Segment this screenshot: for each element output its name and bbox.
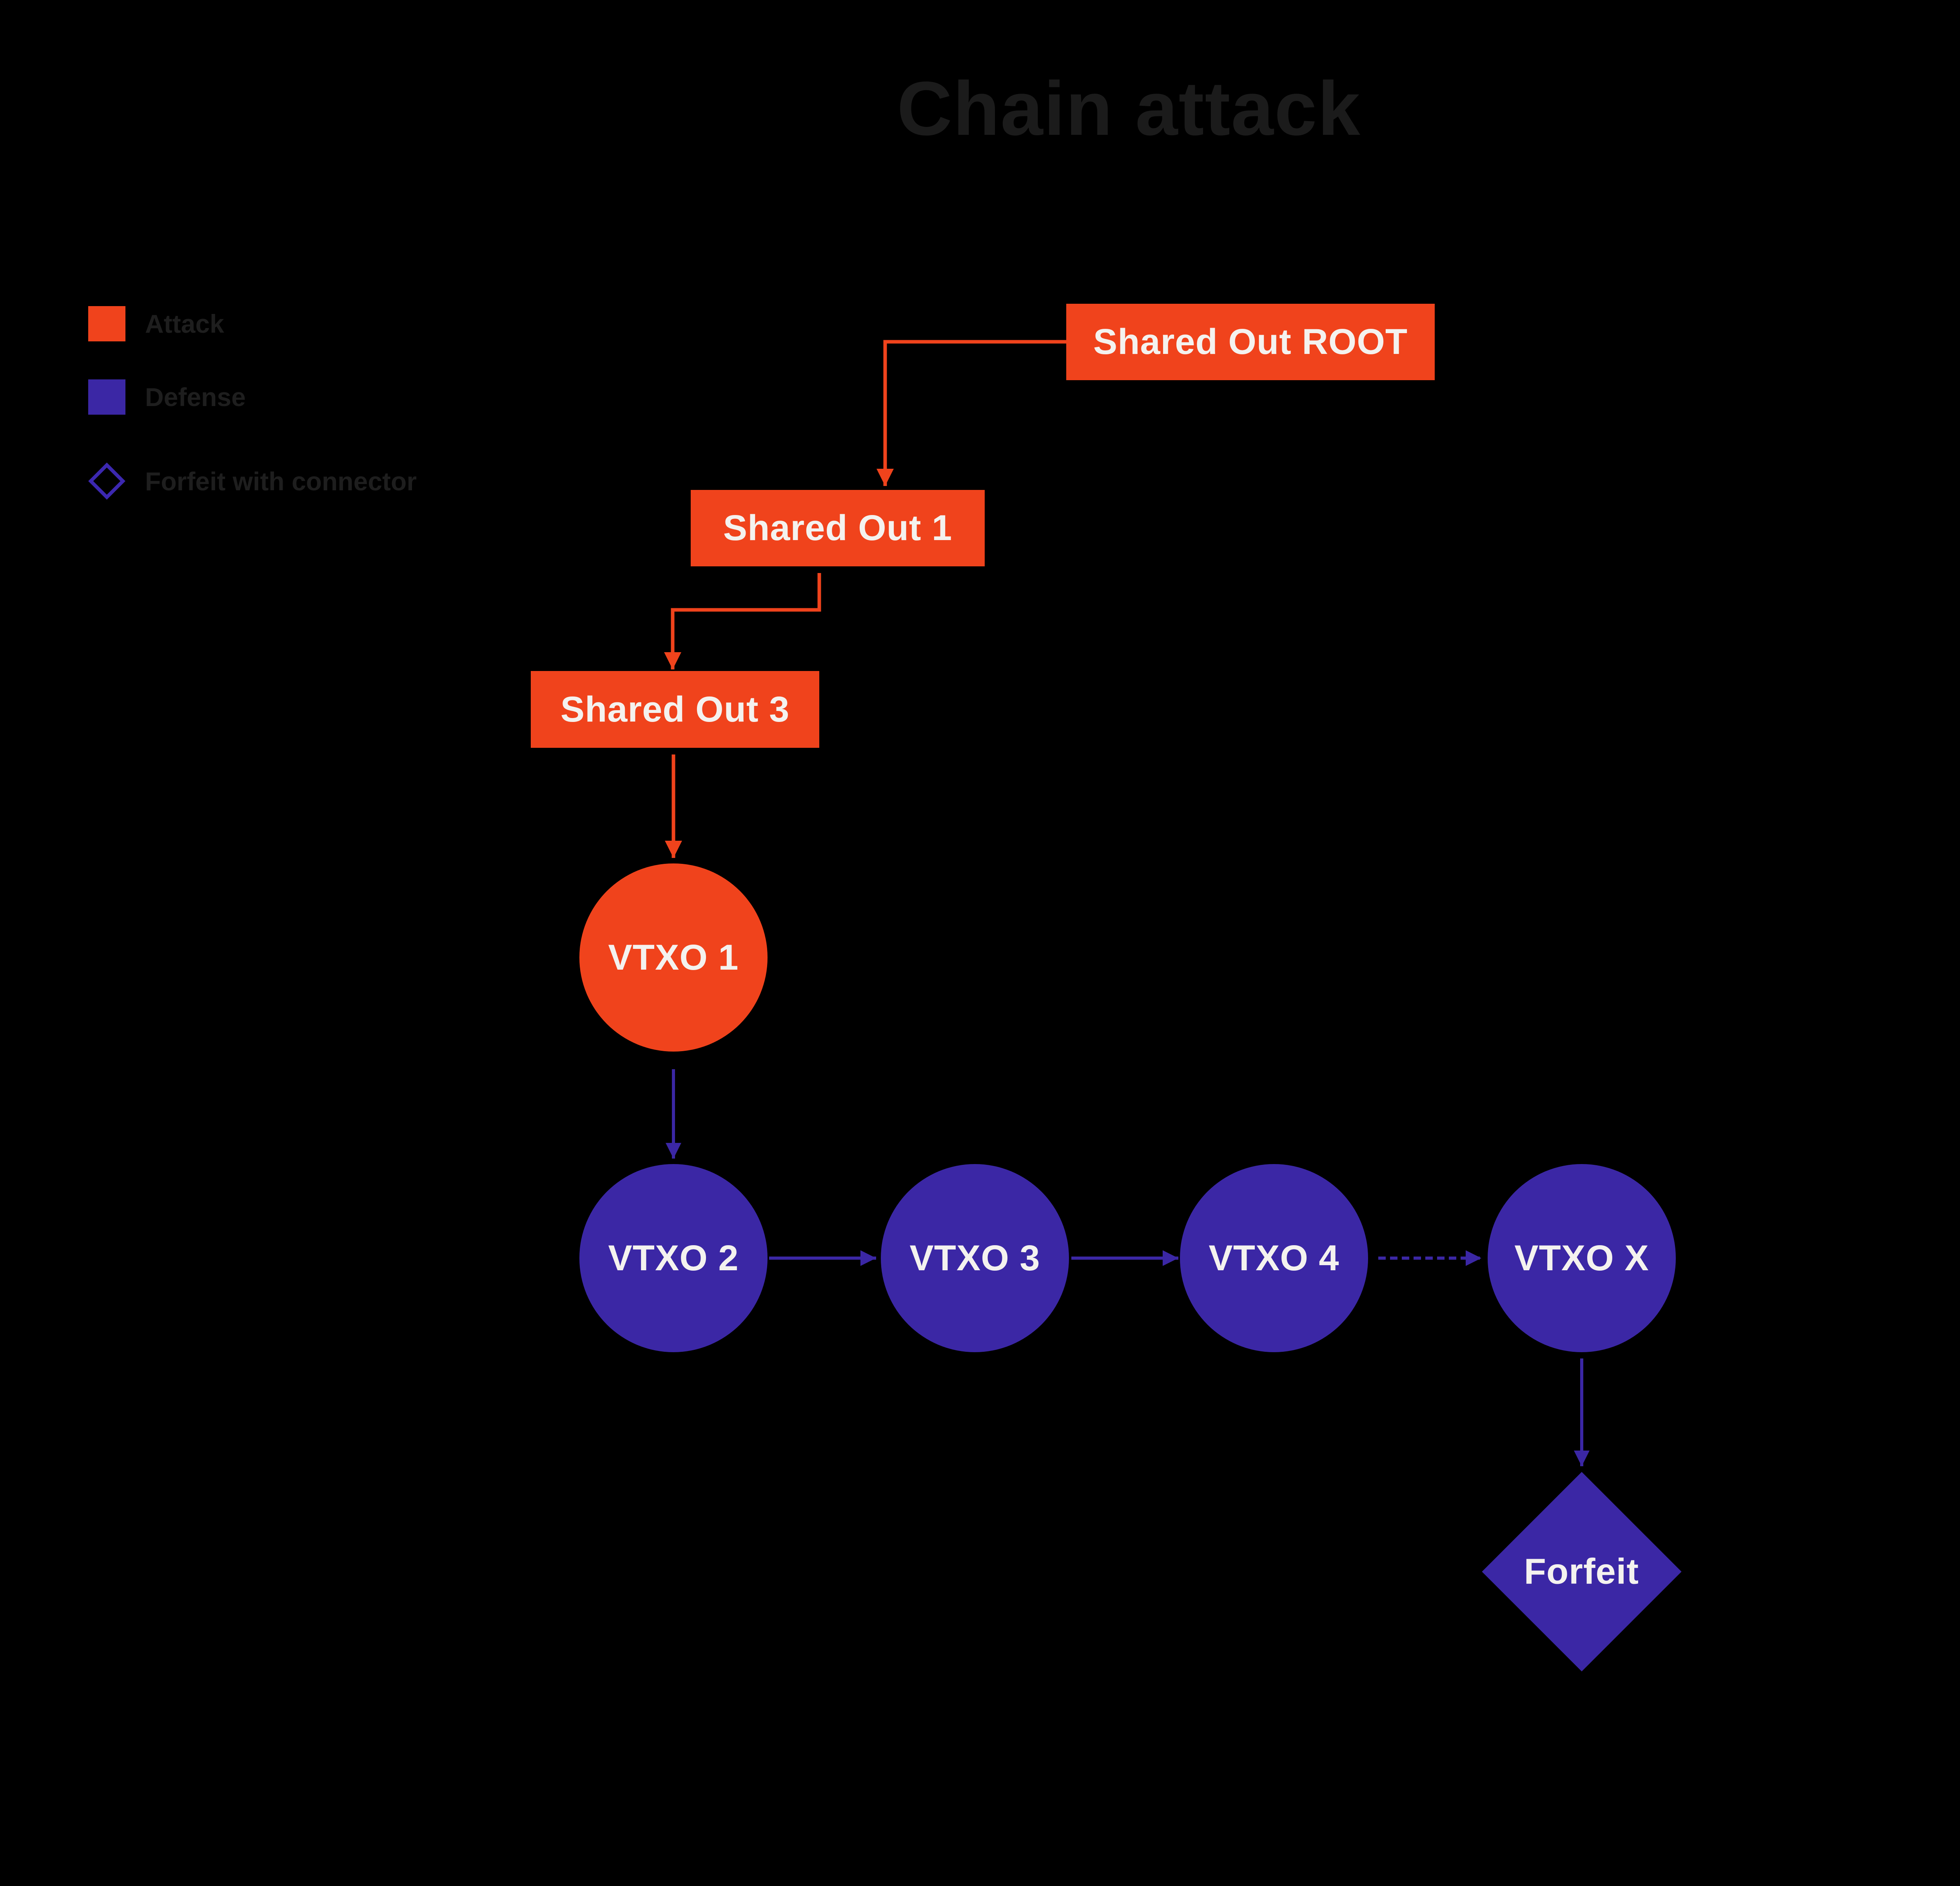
node-label: VTXO 3 [909, 1238, 1040, 1278]
node-label: Shared Out 3 [560, 689, 790, 729]
arrow-root-to-shared-out-1 [877, 340, 1066, 486]
defense-swatch [88, 379, 125, 415]
node-label: VTXO 4 [1209, 1238, 1339, 1278]
forfeit-diamond-icon [88, 462, 125, 500]
node-label: VTXO X [1514, 1238, 1649, 1278]
node-vtxo-1: VTXO 1 [579, 863, 768, 1052]
attack-swatch [88, 306, 125, 341]
node-shared-out-1: Shared Out 1 [691, 490, 985, 566]
legend-item-attack: Attack [88, 305, 224, 342]
legend-label-attack: Attack [145, 309, 224, 338]
legend-label-forfeit: Forfeit with connector [145, 466, 417, 496]
node-label: Forfeit [1524, 1551, 1639, 1592]
legend-item-forfeit: Forfeit with connector [88, 462, 417, 500]
defense-square-icon [88, 378, 125, 415]
node-label: Shared Out ROOT [1093, 322, 1408, 362]
attack-square-icon [88, 305, 125, 342]
diamond-outline [88, 462, 125, 500]
node-shared-out-root: Shared Out ROOT [1066, 304, 1435, 380]
node-label: Shared Out 1 [723, 508, 953, 548]
node-vtxo-4: VTXO 4 [1180, 1164, 1368, 1352]
node-vtxo-3: VTXO 3 [881, 1164, 1069, 1352]
node-label: VTXO 1 [608, 937, 739, 977]
node-shared-out-3: Shared Out 3 [531, 671, 819, 748]
legend-item-defense: Defense [88, 378, 246, 415]
arrow-shared-out-1-to-shared-out-3 [664, 573, 821, 669]
node-vtxo-x: VTXO X [1488, 1164, 1676, 1352]
node-vtxo-2: VTXO 2 [579, 1164, 768, 1352]
page-title: Chain attack [897, 66, 1361, 151]
legend-label-defense: Defense [145, 382, 246, 412]
node-label: VTXO 2 [608, 1238, 739, 1278]
